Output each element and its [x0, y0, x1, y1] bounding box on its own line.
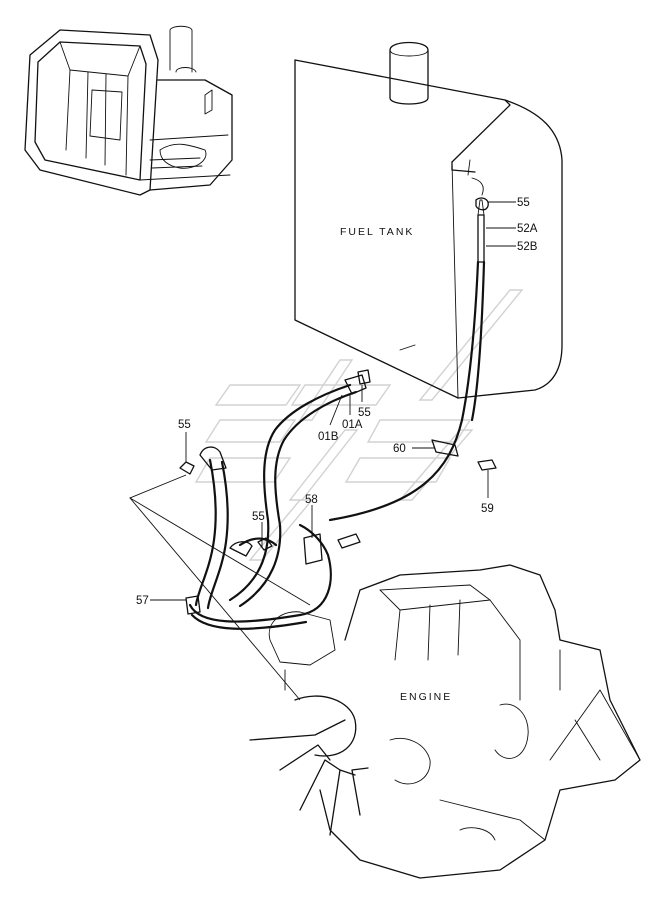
- callout-01b: 01B: [318, 431, 339, 443]
- leader-lines: [128, 201, 516, 701]
- callout-01a: 01A: [342, 419, 363, 431]
- callout-58: 58: [305, 494, 318, 506]
- callout-60: 60: [393, 443, 406, 455]
- callout-59: 59: [481, 503, 494, 515]
- engine-label: ENGINE: [400, 691, 452, 703]
- fuel-tank-label: FUEL TANK: [340, 226, 414, 238]
- callout-55-top: 55: [517, 197, 530, 209]
- engine: [249, 564, 641, 879]
- callout-55-low: 55: [252, 511, 265, 523]
- fuel-lines: [179, 197, 497, 630]
- callout-57: 57: [136, 595, 149, 607]
- fuel-tank: [294, 41, 563, 399]
- callout-55-mid: 55: [358, 407, 371, 419]
- callout-52a: 52A: [517, 223, 538, 235]
- excavator-inset-illustration: [24, 25, 233, 196]
- callout-55-left: 55: [178, 419, 191, 431]
- callout-52b: 52B: [517, 241, 538, 253]
